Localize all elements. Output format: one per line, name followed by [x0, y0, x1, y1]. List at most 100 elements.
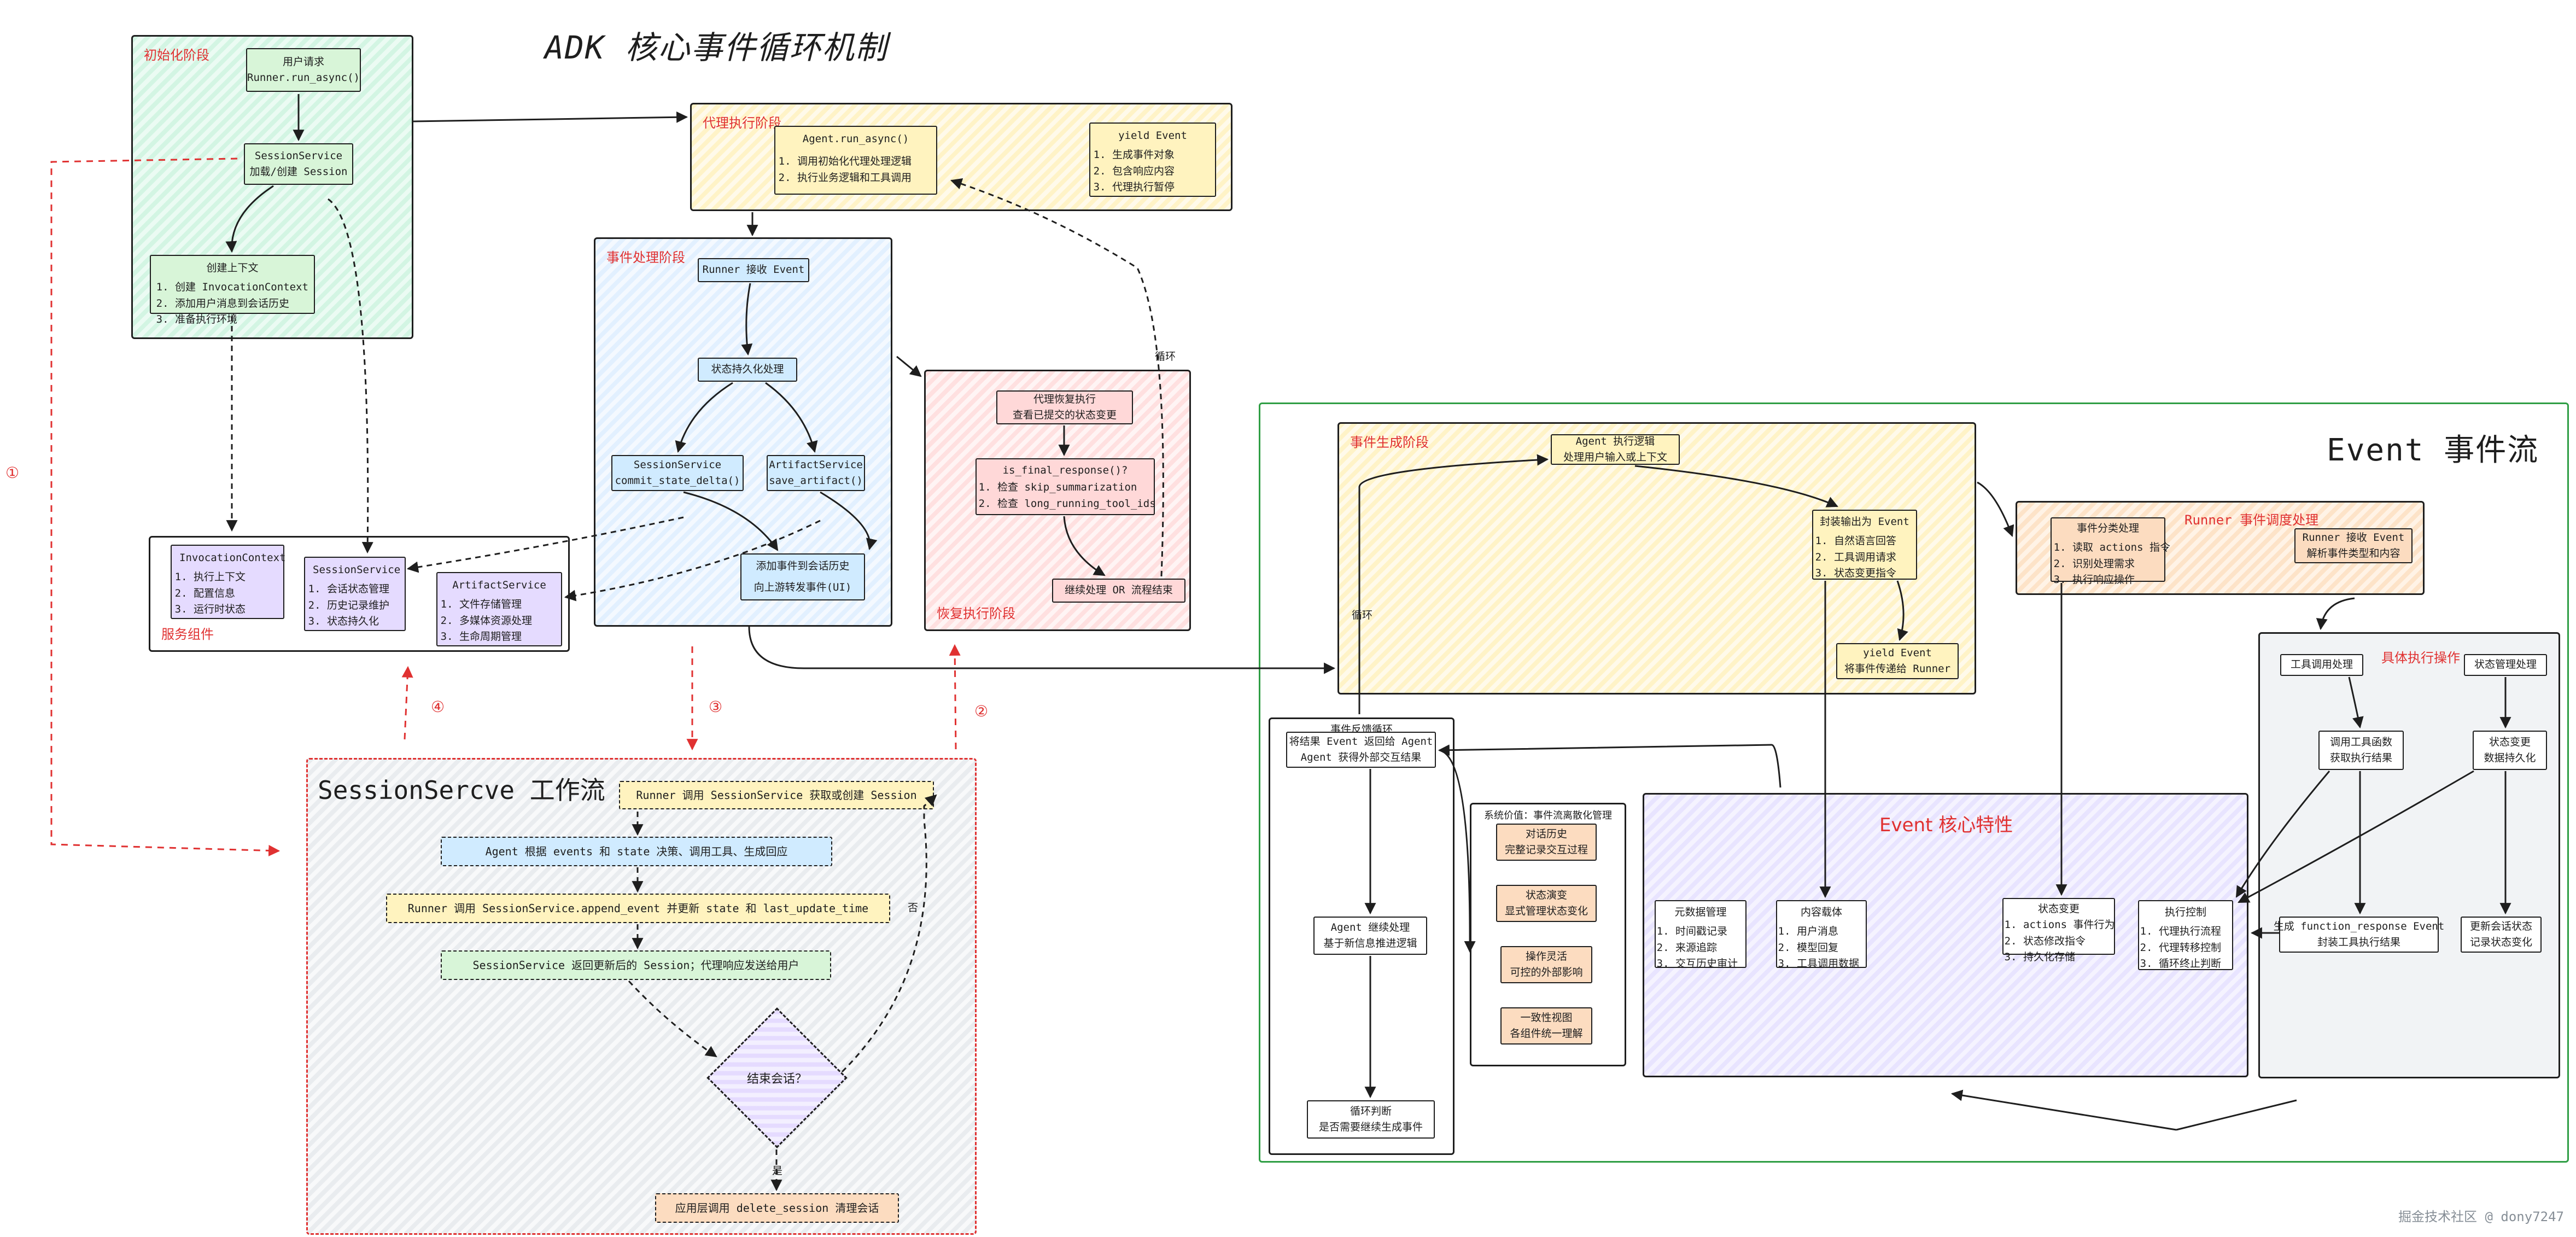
execution-ops-region: 具体执行操作: [2258, 632, 2560, 1078]
yes-label: 是: [772, 1165, 783, 1177]
value-line2: 显式管理状态变化: [1504, 905, 1588, 917]
service-session-service-item: 会话状态管理: [327, 581, 397, 597]
loop-judge-node: 循环判断 是否需要继续生成事件: [1307, 1100, 1435, 1139]
continue-or-end-node: 继续处理 OR 流程结束: [1052, 579, 1185, 603]
workflow-step-3-label: Runner 调用 SessionService.append_event 并更…: [407, 901, 869, 915]
produce-event-item: 状态变更指令: [1834, 565, 1909, 581]
run-async-node: Agent.run_async() 调用初始化代理处理逻辑 执行业务逻辑和工具调…: [774, 126, 937, 195]
invoke-tool-node: 调用工具函数 获取执行结果: [2318, 731, 2404, 770]
return-result-line2: Agent 获得外部交互结果: [1300, 751, 1422, 763]
create-context-list: 创建 InvocationContext 添加用户消息到会话历史 准备执行环境: [161, 279, 308, 328]
feature-content-title: 内容载体: [1800, 906, 1842, 918]
produce-event-title: 封装输出为 Event: [1820, 516, 1909, 528]
system-value-title: 系统价值：事件流离散化管理: [1484, 810, 1612, 821]
function-response-line2: 封装工具执行结果: [2317, 936, 2400, 948]
runner-receive-label: Runner 接收 Event: [702, 264, 805, 276]
value-line2: 完整记录交互过程: [1504, 844, 1588, 856]
marker-four: ④: [431, 698, 445, 716]
commit-title: SessionService: [633, 458, 722, 471]
agent-continue-line1: Agent 继续处理: [1330, 921, 1410, 933]
init-session-service-node: SessionService 加载/创建 Session: [244, 143, 353, 185]
produce-event-item: 工具调用请求: [1834, 550, 1909, 565]
marker-one: ①: [5, 464, 20, 482]
workflow-step-1-label: Runner 调用 SessionService 获取或创建 Session: [636, 788, 917, 802]
dispatch-classify-item: 识别处理需求: [2072, 556, 2158, 572]
create-context-title: 创建上下文: [206, 262, 259, 274]
state-mgmt-node: 状态管理处理: [2464, 654, 2547, 676]
user-request-title: 用户请求: [282, 55, 324, 68]
is-final-title: is_final_response()?: [1002, 464, 1128, 476]
feature-state-change-item: 持久化存储: [2023, 949, 2108, 965]
loop-label-generation: 循环: [1352, 609, 1373, 621]
run-async-item: 执行业务逻辑和工具调用: [797, 170, 928, 186]
feature-state-change-item: 状态修改指令: [2023, 933, 2108, 949]
create-context-node: 创建上下文 创建 InvocationContext 添加用户消息到会话历史 准…: [150, 255, 315, 325]
arrow-init-to-agent-stage: [413, 111, 688, 123]
dispatch-receive-line2: 解析事件类型和内容: [2306, 547, 2400, 559]
workflow-step-get-session: Runner 调用 SessionService 获取或创建 Session: [619, 781, 934, 809]
commit-state-delta-node: SessionService commit_state_delta(): [611, 455, 744, 491]
invoke-tool-line2: 获取执行结果: [2329, 752, 2392, 764]
delete-session-label: 应用层调用 delete_session 清理会话: [675, 1201, 879, 1215]
commit-sub: commit_state_delta(): [615, 475, 740, 487]
state-change-line2: 数据持久化: [2484, 752, 2536, 764]
loop-judge-line2: 是否需要继续生成事件: [1318, 1121, 1423, 1133]
agent-resume-line1: 代理恢复执行: [1033, 393, 1096, 405]
produce-event-node: 封装输出为 Event 自然语言回答 工具调用请求 状态变更指令: [1812, 510, 1917, 580]
function-response-node: 生成 function_response Event 封装工具执行结果: [2274, 917, 2444, 953]
workflow-step-append-event: Runner 调用 SessionService.append_event 并更…: [386, 894, 890, 923]
continue-or-end-label: 继续处理 OR 流程结束: [1065, 584, 1173, 597]
dispatch-classify-node: 事件分类处理 读取 actions 指令 识别处理需求 执行响应操作: [2051, 517, 2170, 586]
run-async-item: 调用初始化代理处理逻辑: [797, 154, 928, 170]
session-workflow-title: SessionSercve 工作流: [318, 775, 605, 805]
invocation-context-item: 执行上下文: [194, 569, 276, 585]
workflow-step-agent-decide: Agent 根据 events 和 state 决策、调用工具、生成回应: [441, 837, 832, 866]
save-artifact-sub: save_artifact(): [769, 475, 863, 487]
create-context-item: 准备执行环境: [175, 312, 304, 328]
update-state-node: 更新会话状态 记录状态变化: [2461, 917, 2542, 953]
state-persist-label: 状态持久化处理: [711, 363, 784, 376]
tool-call-label: 工具调用处理: [2290, 658, 2353, 671]
user-request-sub: Runner.run_async(): [247, 72, 360, 84]
agent-stage-title: 代理执行阶段: [703, 115, 781, 131]
arrow-processing-to-event-generation: [748, 626, 1336, 674]
feature-content-item: 工具调用数据: [1797, 956, 1860, 972]
feature-metadata-node: 元数据管理 时间戳记录 来源追踪 交互历史审计: [1655, 900, 1746, 970]
value-line1: 对话历史: [1525, 827, 1567, 840]
runner-dispatch-title: Runner 事件调度处理: [2184, 512, 2319, 528]
feature-metadata-item: 交互历史审计: [1675, 956, 1740, 972]
session-workflow-region: SessionSercve 工作流: [306, 758, 977, 1235]
value-line2: 各组件统一理解: [1510, 1028, 1583, 1040]
feature-content-item: 用户消息: [1797, 924, 1860, 940]
init-session-service-sub: 加载/创建 Session: [249, 166, 348, 178]
invocation-context-item: 配置信息: [194, 586, 276, 602]
feature-exec-control-item: 循环终止判断: [2159, 956, 2227, 972]
agent-yield-event-node: yield Event 生成事件对象 包含响应内容 代理执行暂停: [1089, 122, 1216, 197]
append-history-node: 添加事件到会话历史 向上游转发事件(UI): [740, 553, 865, 600]
agent-continue-line2: 基于新信息推进逻辑: [1323, 937, 1417, 949]
feature-exec-control-node: 执行控制 代理执行流程 代理转移控制 循环终止判断: [2138, 900, 2233, 970]
value-line1: 一致性视图: [1520, 1011, 1573, 1024]
is-final-response-node: is_final_response()? 检查 skip_summarizati…: [976, 458, 1156, 515]
value-state-evolution-node: 状态演变 显式管理状态变化: [1496, 885, 1597, 922]
agent-resume-node: 代理恢复执行 查看已提交的状态变更: [996, 390, 1133, 424]
save-artifact-node: ArtifactService save_artifact(): [767, 455, 865, 491]
feature-exec-control-item: 代理转移控制: [2159, 940, 2227, 956]
invocation-context-title: InvocationContext: [179, 552, 286, 564]
create-context-item: 添加用户消息到会话历史: [175, 296, 304, 312]
red-arrow-two: [949, 644, 961, 750]
update-state-line1: 更新会话状态: [2469, 920, 2532, 932]
runner-receive-node: Runner 接收 Event: [698, 258, 809, 282]
run-async-title: Agent.run_async(): [802, 133, 909, 145]
dispatch-classify-item: 执行响应操作: [2072, 572, 2158, 588]
is-final-item: 检查 long_running_tool_ids: [997, 496, 1156, 512]
artifact-service-item: 文件存储管理: [459, 597, 553, 612]
agent-logic-line2: 处理用户输入或上下文: [1563, 451, 1667, 463]
dispatch-classify-item: 读取 actions 指令: [2072, 540, 2170, 556]
page-title: ADK 核心事件循环机制: [545, 29, 888, 66]
decision-label: 结束会话？: [746, 1072, 807, 1086]
agent-resume-line2: 查看已提交的状态变更: [1012, 409, 1117, 421]
invocation-context-node: InvocationContext 执行上下文 配置信息 运行时状态: [171, 545, 286, 619]
red-arrow-four: [401, 666, 413, 740]
append-history-line2: 向上游转发事件(UI): [753, 581, 852, 593]
